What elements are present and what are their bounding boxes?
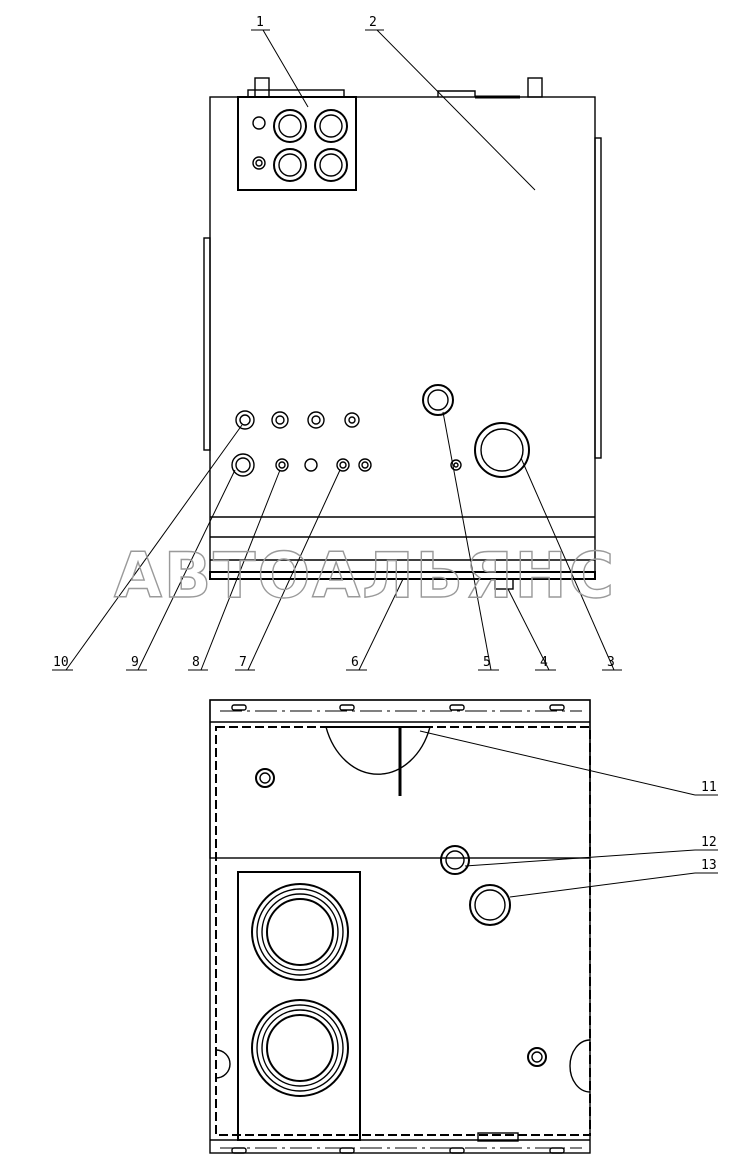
tank-body — [209, 96, 596, 580]
callout-3: 3 — [607, 655, 615, 670]
side-bracket-right — [594, 137, 602, 459]
callout-10: 10 — [53, 655, 69, 670]
callout-5: 5 — [483, 655, 491, 670]
callout-4: 4 — [540, 655, 548, 670]
top-fitting-right — [527, 77, 543, 98]
port-5 — [422, 384, 454, 416]
callout-7: 7 — [239, 655, 247, 670]
port-3 — [474, 422, 530, 478]
callout-13: 13 — [701, 858, 717, 873]
watermark: АВТОАЛЬЯНС — [114, 539, 616, 612]
callout-9: 9 — [131, 655, 139, 670]
drain-fitting — [494, 578, 514, 590]
bottom-view — [209, 699, 591, 1154]
port-panel-fittings — [252, 109, 348, 182]
leader-lines — [52, 29, 718, 898]
filter-lower — [251, 999, 349, 1097]
mount-slots-bottom — [231, 1147, 565, 1154]
callout-11: 11 — [701, 780, 717, 795]
port-row-lower — [231, 453, 372, 477]
callout-labels: 1 2 3 4 5 6 7 8 9 10 11 12 13 — [53, 15, 717, 873]
filler-neck — [325, 726, 431, 775]
port-13 — [469, 884, 511, 926]
top-plate — [437, 90, 476, 97]
mount-slots-top — [231, 704, 565, 711]
port-12 — [440, 845, 470, 875]
side-bracket-left — [203, 237, 211, 451]
port-row-upper — [235, 410, 360, 430]
callout-2: 2 — [369, 15, 377, 30]
callout-6: 6 — [351, 655, 359, 670]
callout-12: 12 — [701, 835, 717, 850]
filter-upper — [251, 883, 349, 981]
filter-housing — [237, 871, 361, 1141]
top-fitting-left — [254, 77, 270, 98]
callout-8: 8 — [192, 655, 200, 670]
callout-1: 1 — [256, 15, 264, 30]
